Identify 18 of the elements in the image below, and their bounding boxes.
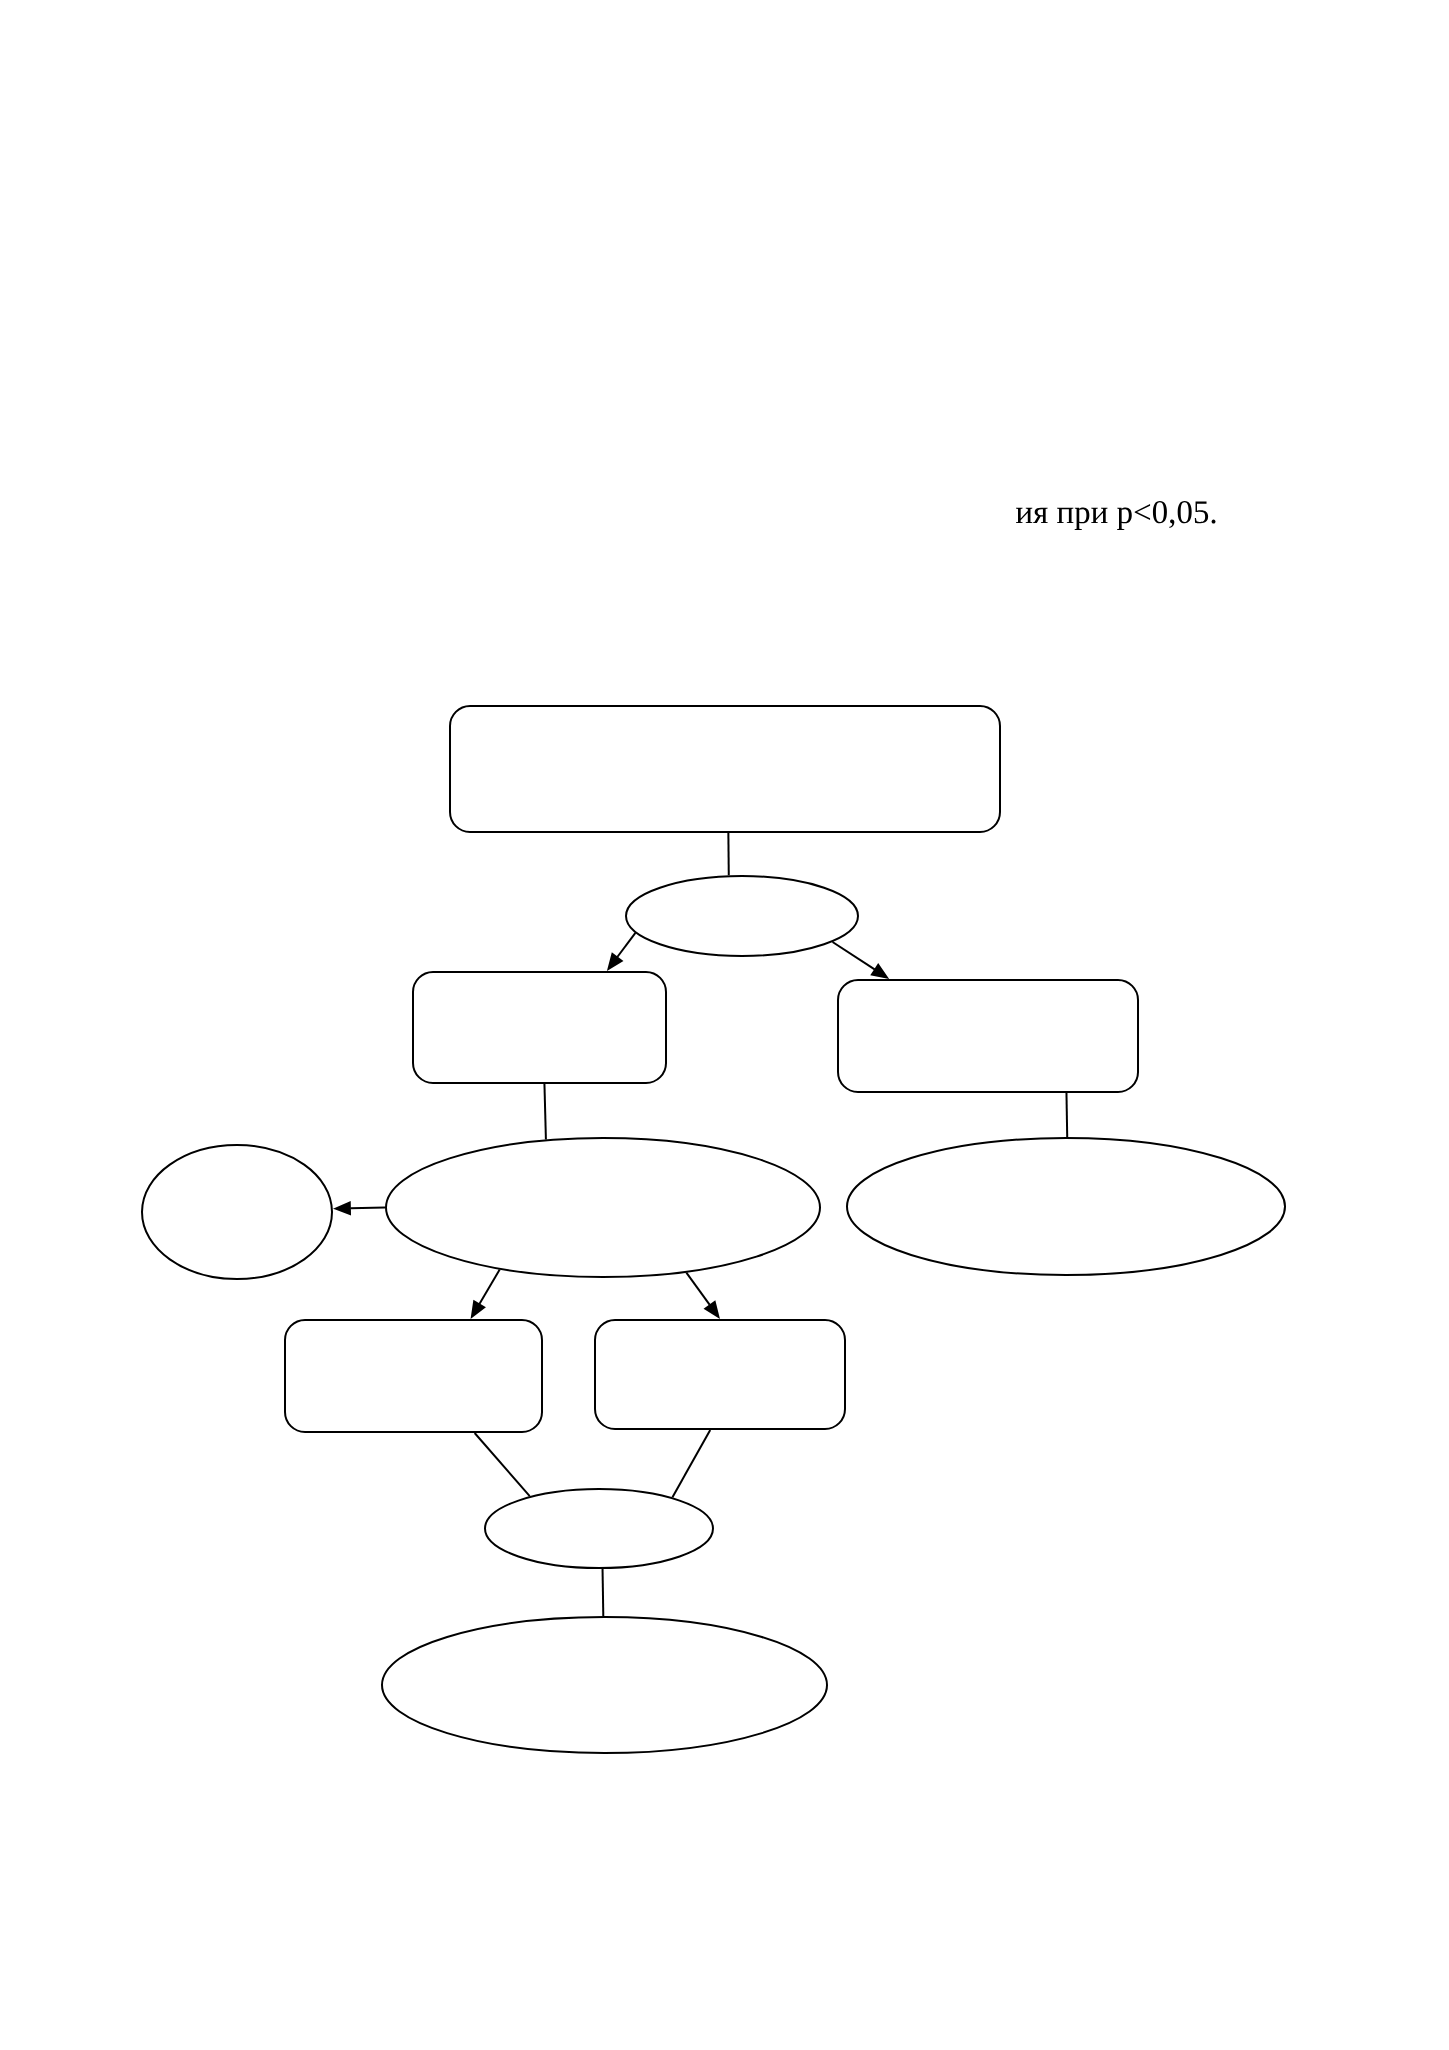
ellipse [846,1137,1286,1276]
connector-line [543,1083,547,1141]
connector-line [1065,1092,1069,1138]
rounded-box [284,1319,543,1433]
ellipse [625,875,859,957]
ellipse [385,1137,821,1278]
connector-line [671,1429,712,1499]
ellipse [141,1144,333,1280]
rounded-box [594,1319,846,1430]
rounded-box [412,971,667,1084]
text-line: ия при p<0,05. [1016,501,1216,531]
rounded-box [449,705,1001,833]
rounded-box [837,979,1139,1093]
ellipse [381,1616,828,1754]
ellipse [484,1488,714,1569]
connector-line [727,832,730,877]
connector-line [601,1568,605,1617]
connector-line [473,1432,531,1498]
